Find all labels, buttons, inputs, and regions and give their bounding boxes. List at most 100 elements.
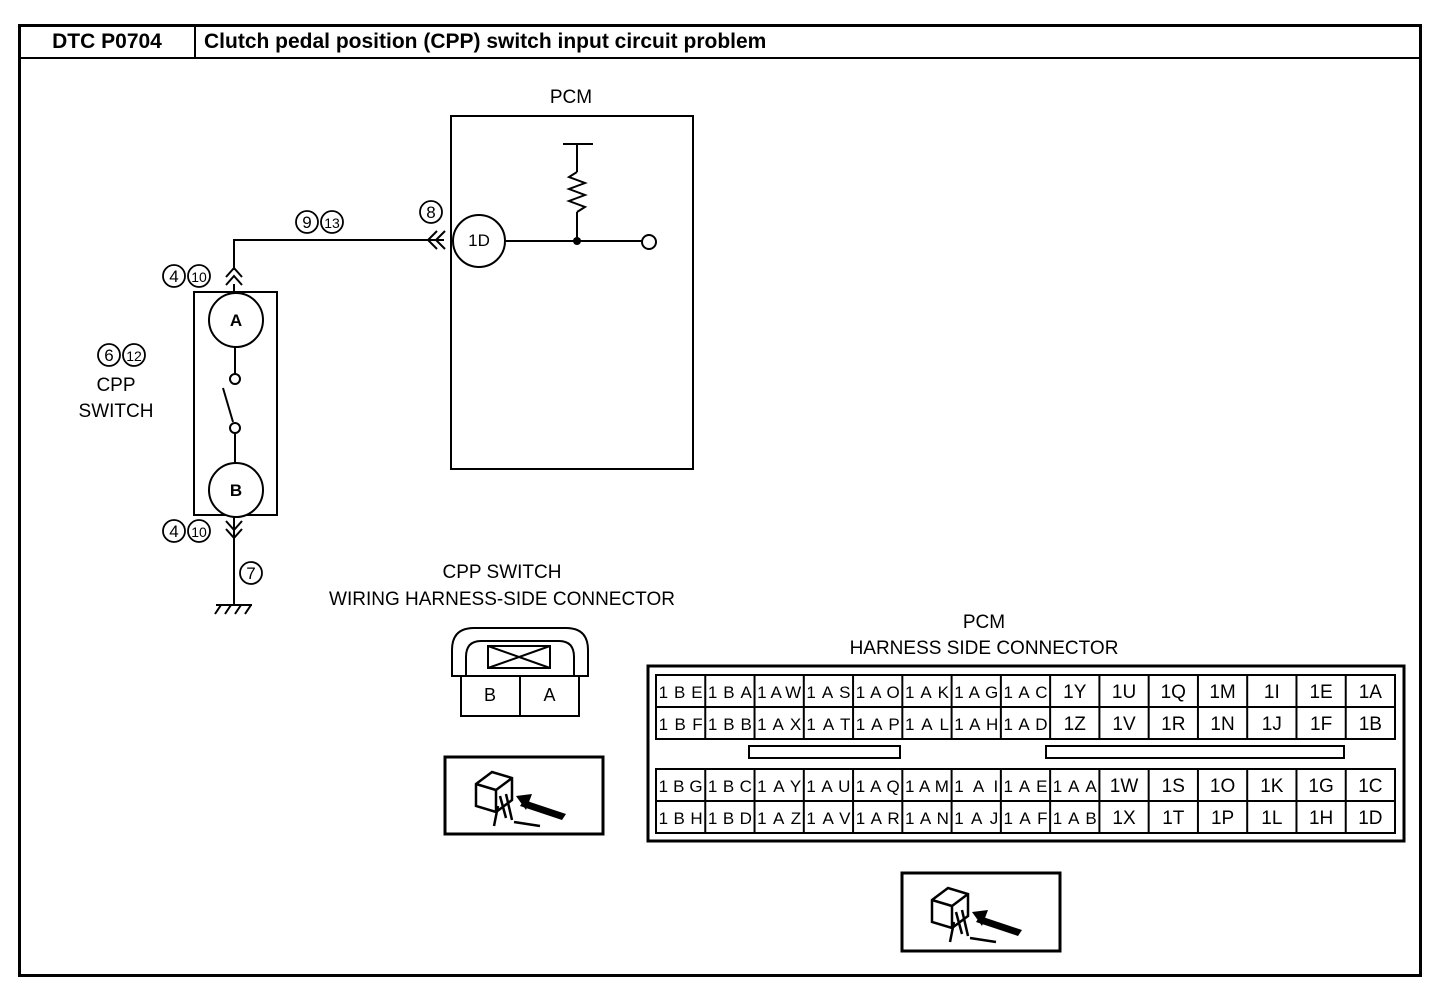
pcm-pin-1bb: 1BB (708, 715, 752, 734)
pcm-pin-1ba: 1BA (708, 683, 753, 702)
pcm-pin-1bd: 1BD (708, 809, 752, 828)
callout-number: 13 (324, 215, 340, 231)
pcm-pin-1aj: 1AJ (954, 809, 998, 828)
pcm-pin-1r: 1R (1161, 714, 1185, 735)
pcm-pin-1z: 1Z (1064, 714, 1087, 735)
pcm-pin-1m: 1M (1209, 682, 1235, 703)
pcm-pin-1ai: 1AI (954, 777, 998, 796)
pcm-pin-1at: 1AT (806, 715, 850, 734)
pcm-pin-1c: 1C (1358, 776, 1382, 797)
switch-terminal-b (208, 462, 264, 518)
callout-circle (239, 561, 263, 585)
callout-number: 8 (426, 203, 435, 222)
pcm-pin-1f: 1F (1310, 714, 1332, 735)
pcm-pin-1p: 1P (1211, 808, 1234, 829)
pcm-pin-1be: 1BE (659, 683, 703, 702)
callout-number: 12 (126, 348, 142, 364)
pcm-pin-1ag: 1AG (954, 683, 998, 702)
callout-number: 9 (302, 213, 311, 232)
callout-circle (419, 200, 443, 224)
callout-number: 6 (104, 346, 113, 365)
diagram-frame (18, 24, 1422, 977)
pcm-box (450, 115, 694, 470)
pcm-pin-1d (452, 214, 506, 268)
pcm-pin-1bc: 1BC (708, 777, 752, 796)
signal-wire (233, 239, 444, 270)
pcm-pin-1d: 1D (1358, 808, 1382, 829)
switch-label-line2: SWITCH (78, 401, 154, 422)
harness-connector-probe-icon (443, 755, 605, 836)
pcm-pin-1n: 1N (1210, 714, 1234, 735)
pcm-pin-1g: 1G (1308, 776, 1333, 797)
callout-circle (162, 264, 186, 288)
pcm-pin-1ap: 1AP (856, 715, 900, 734)
pcm-pin-1bf: 1BF (659, 715, 703, 734)
cpp-connector-face (451, 627, 589, 717)
pcm-pin-1az: 1AZ (757, 809, 801, 828)
cpp-connector-title-line2: WIRING HARNESS-SIDE CONNECTOR (329, 589, 675, 610)
pcm-pin-1af: 1AF (1004, 809, 1048, 828)
pcm-pin-1ax: 1AX (757, 715, 801, 734)
cpp-connector-title-line1: CPP SWITCH (442, 562, 562, 583)
dtc-title: Clutch pedal position (CPP) switch input… (204, 30, 767, 53)
pcm-pin-1al: 1AL (905, 715, 949, 734)
resistor-symbol (566, 171, 588, 213)
dtc-code: DTC P0704 (52, 30, 162, 53)
pcm-pin-1as: 1AS (806, 683, 850, 702)
pcm-pin-1a: 1A (1359, 682, 1383, 703)
pcm-pin-1aw: 1AW (757, 683, 801, 702)
callout-number: 4 (169, 522, 178, 541)
callout-circle (97, 343, 121, 367)
pcm-pin-1bg: 1BG (659, 777, 703, 796)
callout-number: 7 (246, 564, 255, 583)
pcm-pin-1i: 1I (1264, 682, 1280, 703)
pcm-connector-title-line2: HARNESS SIDE CONNECTOR (849, 638, 1119, 659)
pcm-input-terminal (641, 234, 657, 250)
pcm-pin-1y: 1Y (1063, 682, 1087, 703)
pcm-pin-1am: 1AM (905, 777, 949, 796)
pcm-pin-1ah: 1AH (954, 715, 998, 734)
pcm-pin-1l: 1L (1261, 808, 1282, 829)
pcm-pin-1ao: 1AO (856, 683, 900, 702)
callout-circle (295, 210, 319, 234)
pcm-pin-1s: 1S (1162, 776, 1185, 797)
callout-number: 4 (169, 267, 178, 286)
pcm-pin-1b: 1B (1359, 714, 1382, 735)
pcm-pin-1v: 1V (1112, 714, 1136, 735)
pcm-pin-1w: 1W (1110, 776, 1139, 797)
pcm-pin-1h: 1H (1309, 808, 1333, 829)
pcm-pin-1t: 1T (1162, 808, 1185, 829)
pcm-pin-1j: 1J (1262, 714, 1282, 735)
callout-circle (187, 264, 211, 288)
pcm-pin-1u: 1U (1112, 682, 1136, 703)
callout-circle (122, 343, 146, 367)
pcm-pin-1aa: 1AA (1053, 777, 1098, 796)
callout-number: 10 (191, 524, 207, 540)
pcm-pin-1o: 1O (1210, 776, 1235, 797)
pcm-pin-1bh: 1BH (659, 809, 703, 828)
pcm-pin-1av: 1AV (806, 809, 851, 828)
pcm-pin-1ab: 1AB (1053, 809, 1097, 828)
pcm-pin-1q: 1Q (1161, 682, 1186, 703)
pcm-pin-1ay: 1AY (757, 777, 801, 796)
pcm-pin-1k: 1K (1260, 776, 1284, 797)
cpp-pin-b: B (483, 685, 496, 705)
callout-circle (320, 210, 344, 234)
pcm-pin-1ak: 1AK (905, 683, 950, 702)
callout-number: 10 (191, 269, 207, 285)
pcm-label: PCM (549, 87, 593, 108)
pcm-pin-1x: 1X (1112, 808, 1136, 829)
terminal-b-label: B (229, 481, 243, 500)
harness-connector-probe-icon (900, 871, 1062, 953)
pcm-pin-1ar: 1AR (856, 809, 900, 828)
pcm-pin-1an: 1AN (905, 809, 949, 828)
pcm-pin-label: 1D (468, 231, 490, 250)
switch-label-line1: CPP (96, 375, 136, 396)
pcm-pin-1ae: 1AE (1004, 777, 1048, 796)
terminal-a-label: A (229, 311, 243, 330)
pcm-pin-1ac: 1AC (1004, 683, 1048, 702)
pcm-connector-title-line1: PCM (962, 612, 1006, 633)
pcm-pin-1aq: 1AQ (856, 777, 900, 796)
pcm-pin-1au: 1AU (806, 777, 850, 796)
callout-circle (162, 519, 186, 543)
